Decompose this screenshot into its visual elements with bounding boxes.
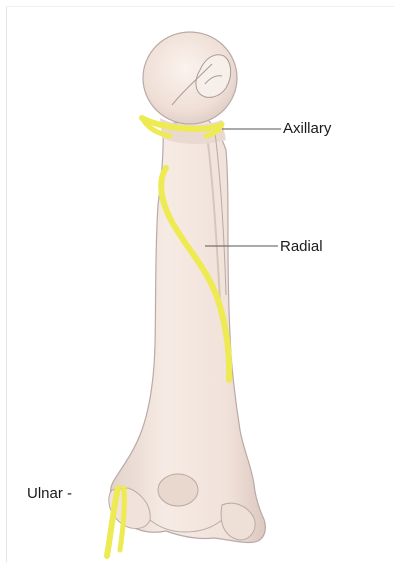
axillary-label: Axillary	[283, 120, 331, 137]
radial-label: Radial	[280, 238, 323, 255]
ulnar-label: Ulnar -	[27, 485, 72, 502]
olecranon-fossa	[158, 474, 198, 506]
